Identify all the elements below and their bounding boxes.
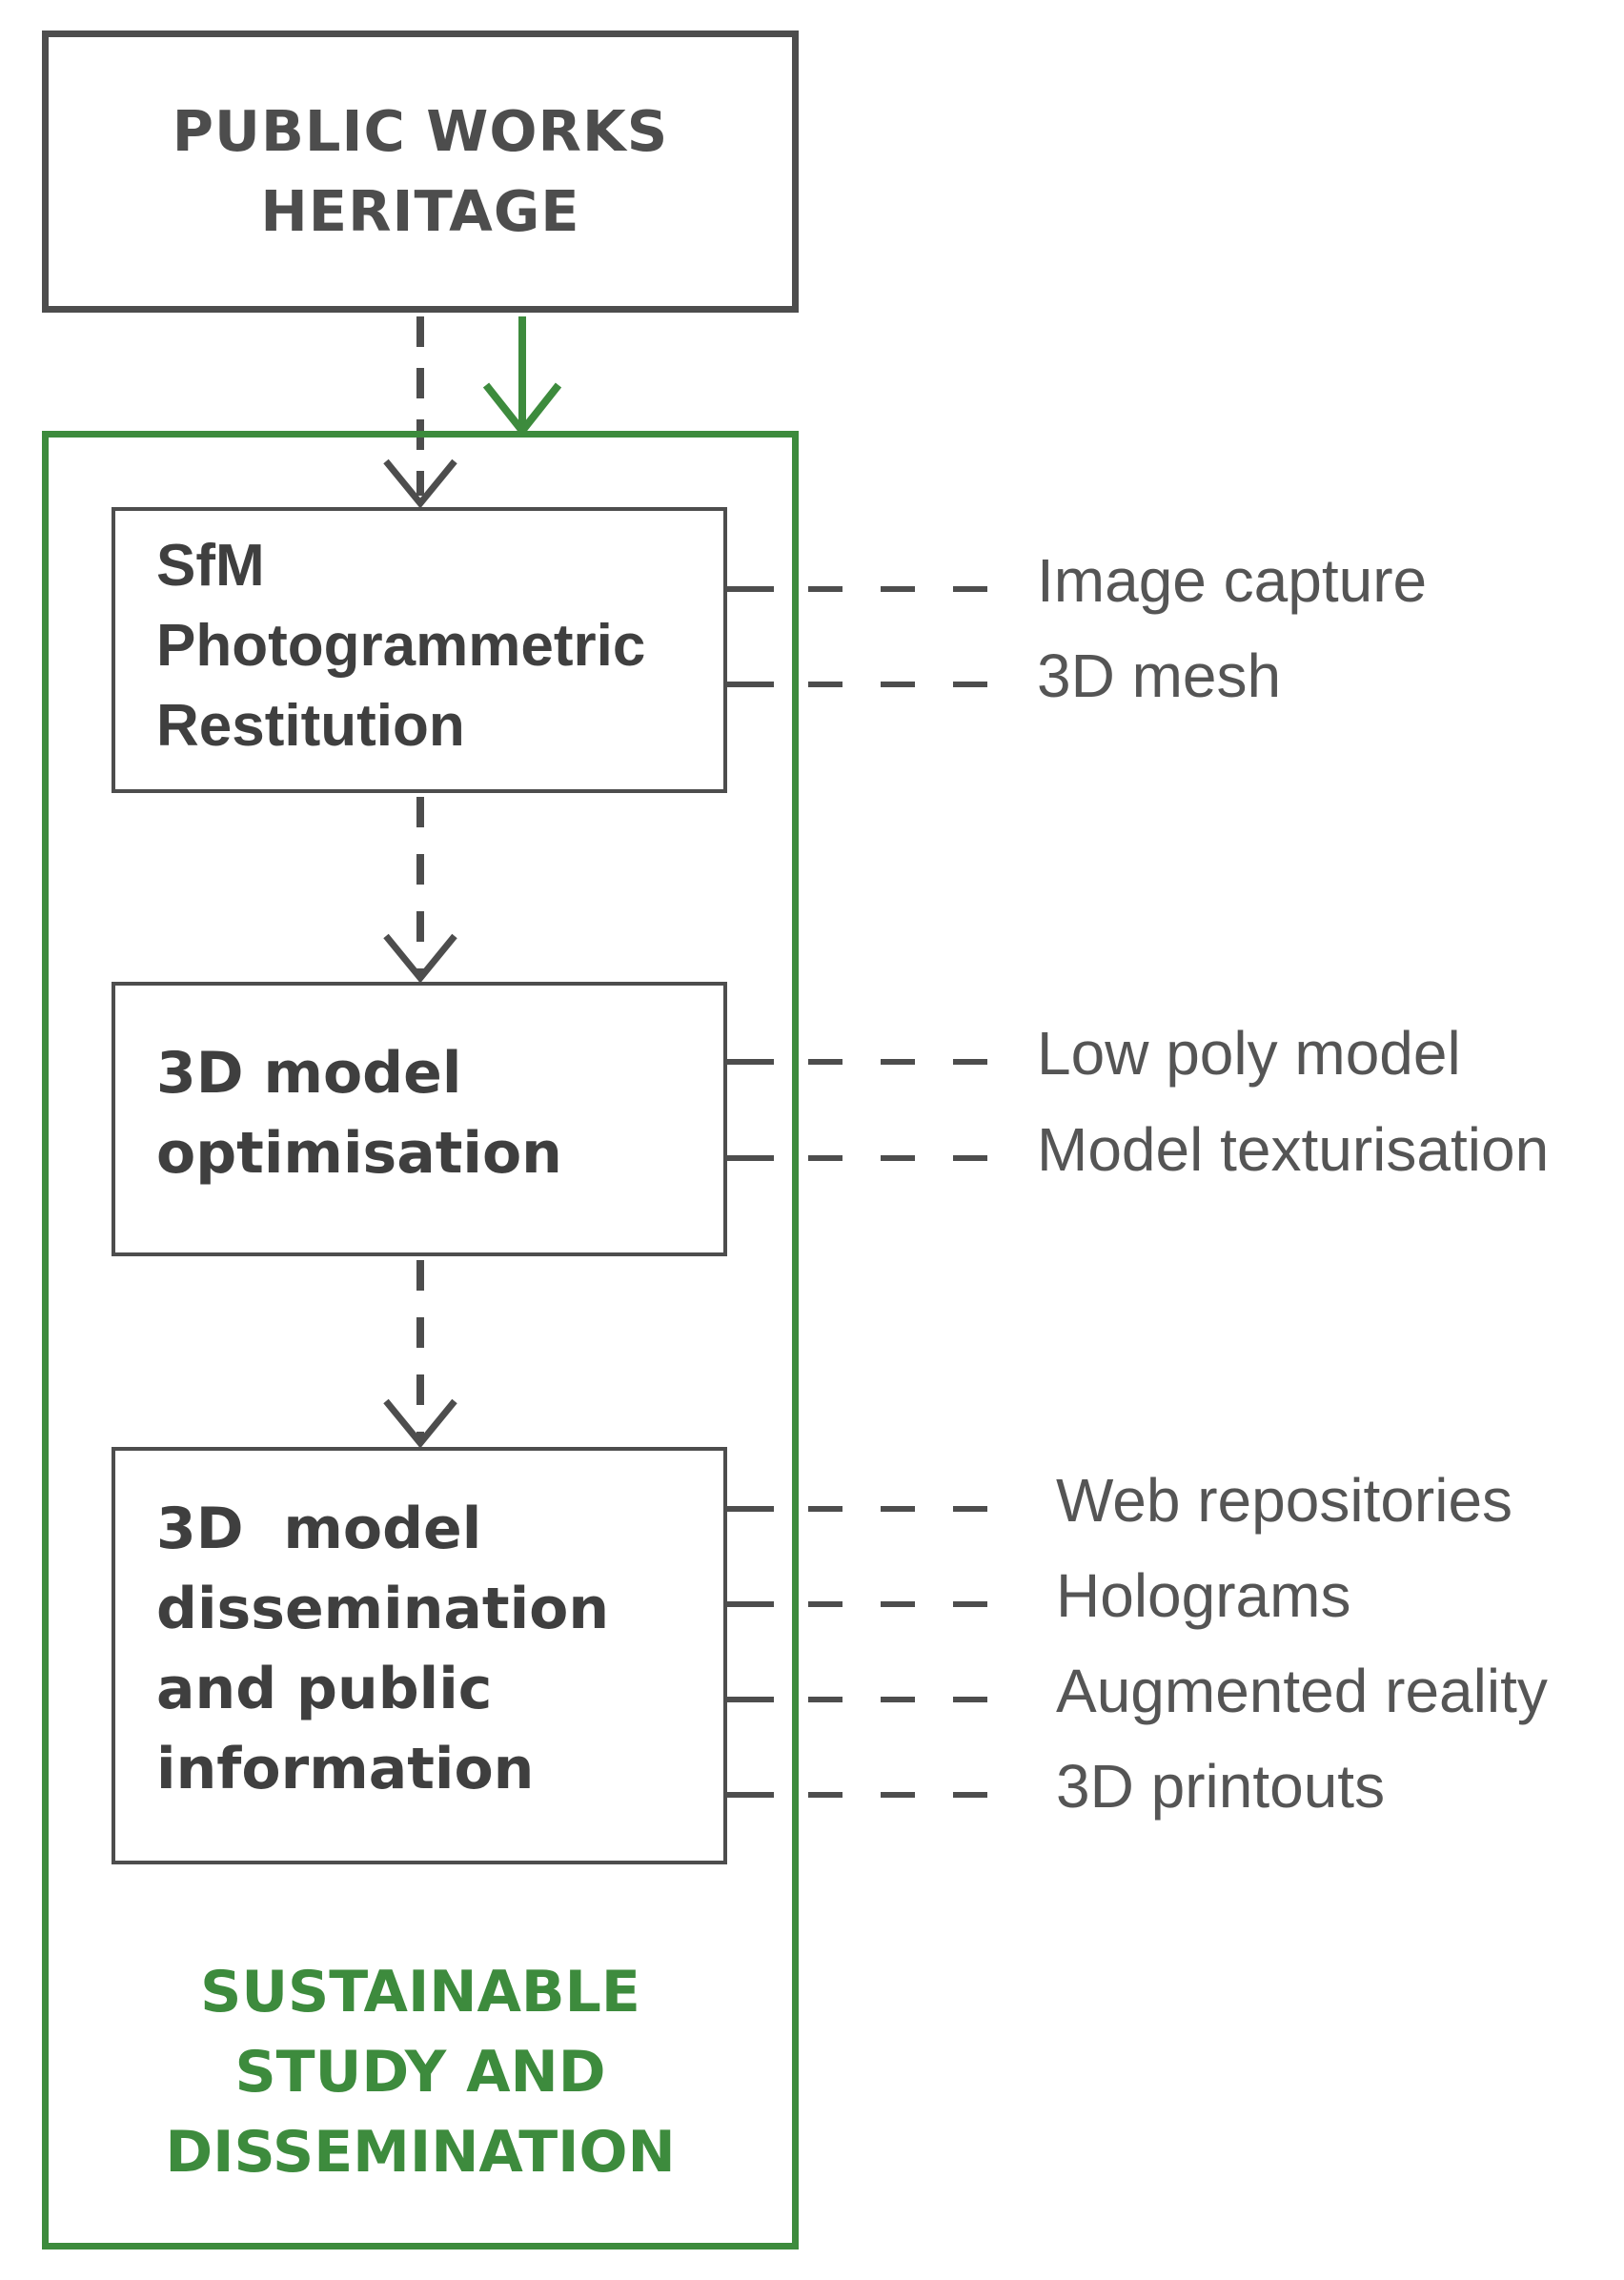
step-3-title: 3D model dissemination and public inform…	[156, 1489, 723, 1809]
output-model-texturisation: Model texturisation	[1037, 1115, 1550, 1184]
step-1-line-3: Restitution	[156, 693, 465, 759]
output-low-poly-model: Low poly model	[1037, 1019, 1461, 1088]
step-box-sfm-restitution: SfM Photogrammetric Restitution	[112, 507, 727, 793]
step-2-title: 3D model optimisation	[156, 1033, 723, 1193]
step-3-line-3: and public	[156, 1656, 493, 1722]
top-title-line-2: HERITAGE	[260, 178, 580, 244]
step-3-line-1: 3D model	[156, 1496, 482, 1562]
step-3-line-4: information	[156, 1736, 535, 1802]
container-title-line-3: DISSEMINATION	[165, 2119, 676, 2186]
step-1-line-2: Photogrammetric	[156, 613, 646, 679]
output-3d-mesh: 3D mesh	[1037, 641, 1282, 710]
output-augmented-reality: Augmented reality	[1056, 1657, 1548, 1725]
public-works-heritage-box: PUBLIC WORKS HERITAGE	[42, 31, 799, 313]
public-works-heritage-title: PUBLIC WORKS HERITAGE	[173, 92, 668, 252]
step-2-line-1: 3D model	[156, 1040, 462, 1107]
step-1-title: SfM Photogrammetric Restitution	[156, 526, 723, 766]
output-connectors-step-3	[727, 1506, 1010, 1798]
output-image-capture: Image capture	[1037, 546, 1428, 615]
container-title-line-2: STUDY AND	[234, 2039, 606, 2106]
step-2-line-2: optimisation	[156, 1120, 562, 1187]
output-web-repositories: Web repositories	[1056, 1466, 1513, 1535]
container-title-line-1: SUSTAINABLE	[200, 1959, 640, 2026]
output-3d-printouts: 3D printouts	[1056, 1752, 1386, 1821]
sustainable-study-title: SUSTAINABLE STUDY AND DISSEMINATION	[42, 1952, 799, 2192]
output-connectors-step-2	[727, 1059, 1010, 1161]
sustainable-study-container	[42, 431, 799, 2249]
arrow-head-step-3	[383, 1398, 457, 1449]
output-connectors-step-1	[727, 586, 1010, 687]
arrow-head-step-1	[383, 458, 457, 509]
step-box-model-dissemination: 3D model dissemination and public inform…	[112, 1447, 727, 1864]
step-box-model-optimisation: 3D model optimisation	[112, 982, 727, 1256]
step-1-line-1: SfM	[156, 533, 265, 599]
top-title-line-1: PUBLIC WORKS	[172, 98, 669, 164]
output-holograms: Holograms	[1056, 1561, 1351, 1630]
arrow-head-step-2	[383, 933, 457, 984]
step-3-line-2: dissemination	[156, 1576, 610, 1642]
